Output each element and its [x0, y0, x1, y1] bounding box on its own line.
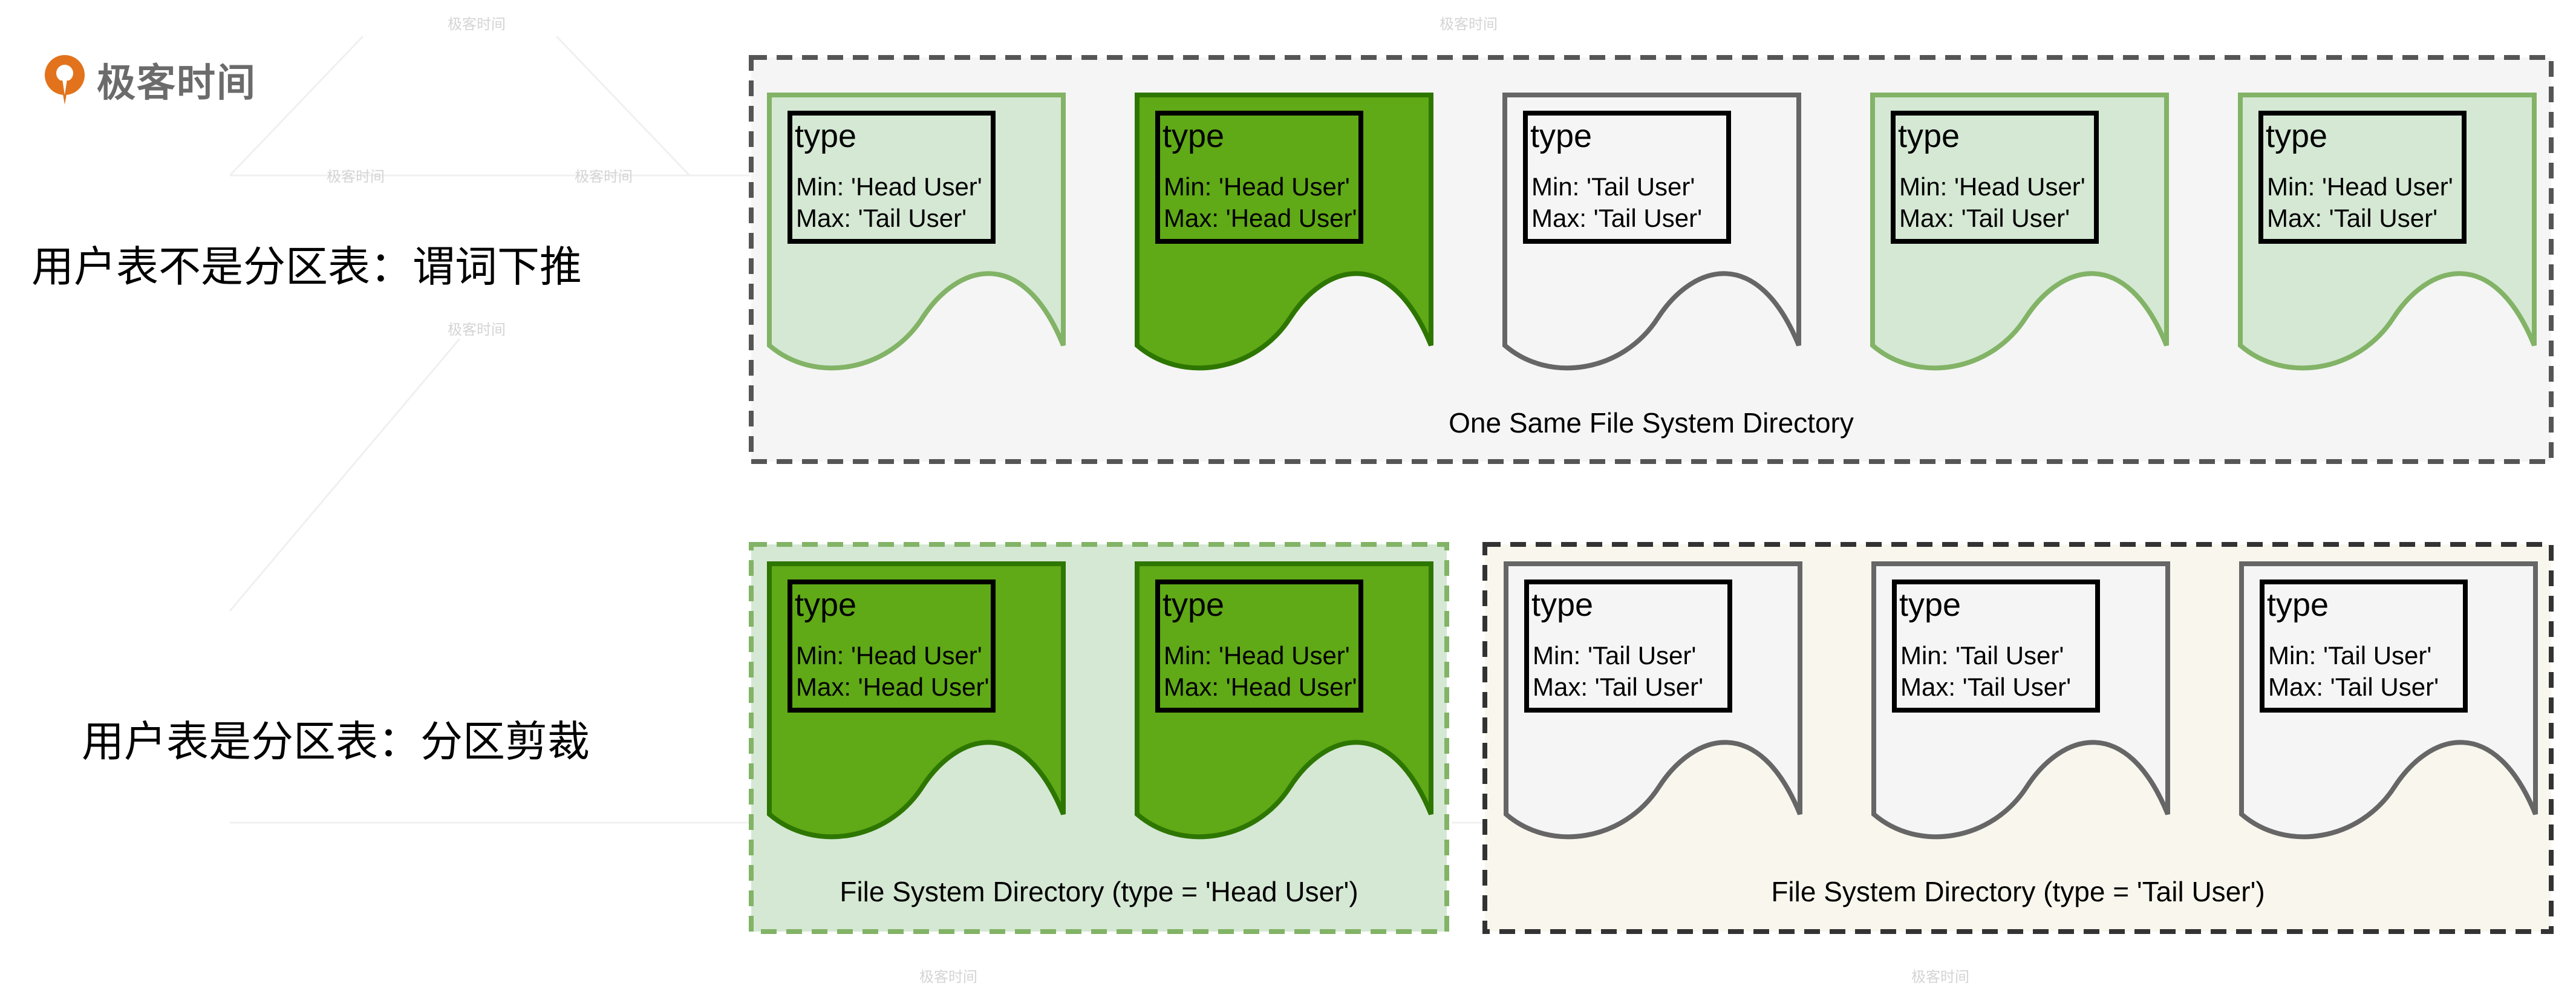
stats-min: Min: 'Tail User'	[1531, 172, 1695, 201]
file-shape	[1504, 561, 1802, 840]
stats-min: Min: 'Head User'	[796, 641, 982, 670]
stats-max: Max: 'Tail User'	[2267, 204, 2437, 232]
stats-title: type	[2267, 587, 2329, 623]
watermark: 极客时间	[448, 16, 506, 33]
watermark: 极客时间	[1440, 16, 1498, 33]
brand-logo: 极客时间	[42, 50, 256, 110]
stats-box	[787, 580, 996, 713]
stats-box	[1155, 580, 1363, 713]
stats-min: Min: 'Tail User'	[1900, 641, 2064, 670]
file-shape	[2238, 93, 2537, 371]
stats-min: Min: 'Head User'	[1164, 172, 1350, 201]
file-shape	[1135, 93, 1433, 371]
stats-title: type	[795, 118, 856, 154]
stats-title: type	[1899, 587, 1961, 623]
stats-min: Min: 'Head User'	[1899, 172, 2085, 201]
directory-box: File System Directory (type = 'Tail User…	[1482, 542, 2554, 934]
stats-title: type	[1531, 587, 1593, 623]
stats-box	[1891, 111, 2099, 244]
stats-max: Max: 'Tail User'	[796, 204, 967, 232]
logo-icon	[45, 55, 85, 105]
stats-max: Max: 'Tail User'	[2268, 673, 2439, 701]
stats-box	[1892, 580, 2100, 713]
stats-title: type	[1898, 118, 1960, 154]
stats-box	[1155, 111, 1363, 244]
stats-max: Max: 'Head User'	[1164, 673, 1357, 701]
file-shape	[1135, 561, 1433, 840]
stats-title: type	[1162, 587, 1224, 623]
logo-text: 极客时间	[97, 61, 256, 106]
stats-max: Max: 'Tail User'	[1900, 673, 2071, 701]
watermark: 极客时间	[327, 168, 385, 185]
stats-max: Max: 'Tail User'	[1533, 673, 1703, 701]
directory-caption: File System Directory (type = 'Tail User…	[1771, 876, 2265, 907]
stats-max: Max: 'Tail User'	[1531, 204, 1702, 232]
watermark: 极客时间	[448, 321, 506, 338]
stats-box	[1523, 111, 1731, 244]
stats-box	[2258, 111, 2467, 244]
file-shape	[1871, 561, 2170, 840]
directory-caption: File System Directory (type = 'Head User…	[840, 876, 1358, 907]
row-label-partition-pruning: 用户表是分区表：分区剪裁	[82, 717, 590, 766]
file-shape	[2239, 561, 2538, 840]
stats-max: Max: 'Head User'	[796, 673, 989, 701]
directory-caption: One Same File System Directory	[1449, 407, 1854, 439]
stats-max: Max: 'Head User'	[1164, 204, 1357, 232]
file-shape	[767, 561, 1066, 840]
stats-min: Min: 'Head User'	[796, 172, 982, 201]
file-shape	[1870, 93, 2169, 371]
stats-min: Min: 'Tail User'	[2268, 641, 2431, 670]
file-shape	[767, 93, 1066, 371]
stats-box	[787, 111, 996, 244]
watermark: 极客时间	[575, 168, 633, 185]
row-label-predicate-pushdown: 用户表不是分区表：谓词下推	[31, 242, 582, 292]
stats-title: type	[1530, 118, 1592, 154]
stats-min: Min: 'Tail User'	[1533, 641, 1696, 670]
stats-box	[1524, 580, 1732, 713]
stats-min: Min: 'Head User'	[2267, 172, 2453, 201]
stats-title: type	[2266, 118, 2327, 154]
file-shape	[1502, 93, 1801, 371]
stats-min: Min: 'Head User'	[1164, 641, 1350, 670]
stats-max: Max: 'Tail User'	[1899, 204, 2070, 232]
stats-title: type	[1162, 118, 1224, 154]
stats-title: type	[795, 587, 856, 623]
directory-box: File System Directory (type = 'Head User…	[749, 542, 1449, 934]
stats-box	[2260, 580, 2468, 713]
